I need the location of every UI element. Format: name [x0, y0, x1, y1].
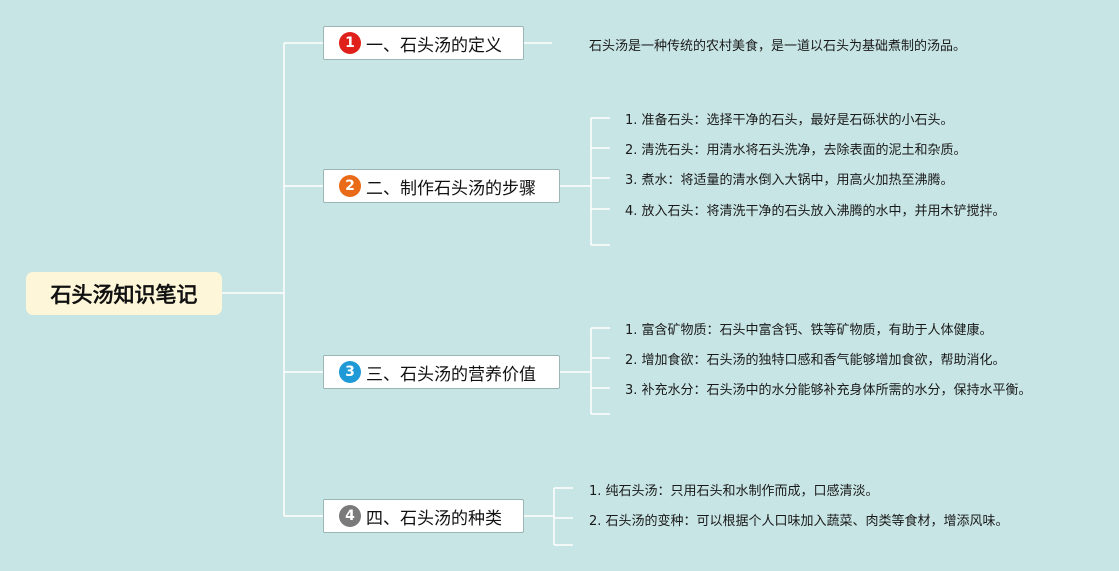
leaf-definition-1[interactable]: 石头汤是一种传统的农村美食，是一道以石头为基础煮制的汤品。	[589, 39, 967, 54]
branch-nutrition[interactable]: 3 三、石头汤的营养价值	[323, 355, 560, 389]
leaf-steps-3[interactable]: 3. 煮水：将适量的清水倒入大锅中，用高火加热至沸腾。	[625, 173, 954, 188]
leaf-steps-2[interactable]: 2. 清洗石头：用清水将石头洗净，去除表面的泥土和杂质。	[625, 143, 967, 158]
leaf-steps-1[interactable]: 1. 准备石头：选择干净的石头，最好是石砾状的小石头。	[625, 113, 954, 128]
leaf-nutrition-3[interactable]: 3. 补充水分：石头汤中的水分能够补充身体所需的水分，保持水平衡。	[625, 383, 1032, 398]
branch-label: 二、制作石头汤的步骤	[366, 178, 536, 199]
branch-label: 一、石头汤的定义	[366, 35, 502, 56]
leaf-nutrition-1[interactable]: 1. 富含矿物质：石头中富含钙、铁等矿物质，有助于人体健康。	[625, 323, 993, 338]
number-badge-2: 2	[339, 175, 361, 197]
leaf-steps-4[interactable]: 4. 放入石头：将清洗干净的石头放入沸腾的水中，并用木铲搅拌。	[625, 204, 1006, 219]
branch-steps[interactable]: 2 二、制作石头汤的步骤	[323, 169, 560, 203]
branch-types[interactable]: 4 四、石头汤的种类	[323, 499, 524, 533]
leaf-types-1[interactable]: 1. 纯石头汤：只用石头和水制作而成，口感清淡。	[589, 484, 879, 499]
leaf-types-2[interactable]: 2. 石头汤的变种：可以根据个人口味加入蔬菜、肉类等食材，增添风味。	[589, 514, 1009, 529]
number-badge-4: 4	[339, 505, 361, 527]
root-topic[interactable]: 石头汤知识笔记	[26, 272, 222, 315]
branch-label: 三、石头汤的营养价值	[366, 364, 536, 385]
branch-definition[interactable]: 1 一、石头汤的定义	[323, 26, 524, 60]
number-badge-3: 3	[339, 361, 361, 383]
root-title: 石头汤知识笔记	[50, 282, 198, 307]
leaf-nutrition-2[interactable]: 2. 增加食欲：石头汤的独特口感和香气能够增加食欲，帮助消化。	[625, 353, 1006, 368]
number-badge-1: 1	[339, 32, 361, 54]
branch-label: 四、石头汤的种类	[366, 508, 502, 529]
